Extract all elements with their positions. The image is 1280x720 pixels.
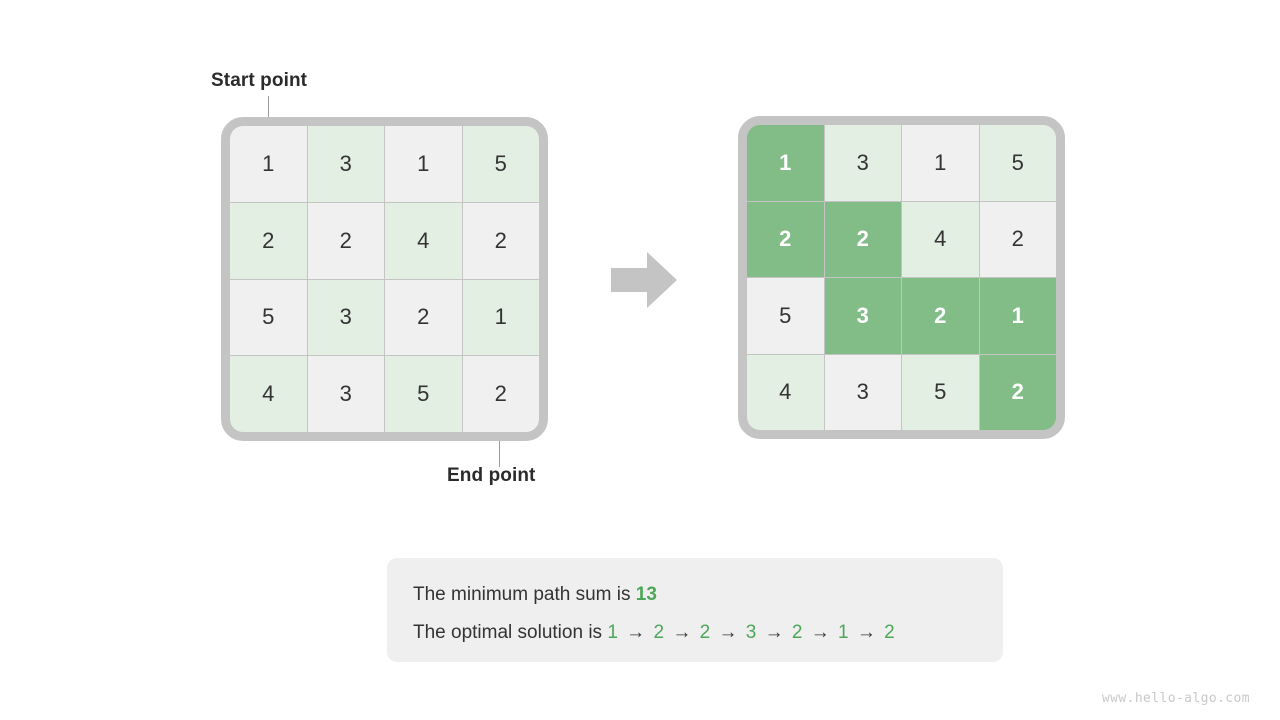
grid-cell: 1 [230,126,307,202]
result-panel: The minimum path sum is 13 The optimal s… [387,558,1003,662]
optimal-solution-prefix: The optimal solution is [413,622,608,643]
grid-cell: 5 [385,356,462,432]
watermark: www.hello-algo.com [1101,691,1250,706]
grid-cell: 3 [824,125,901,201]
grid-cell: 1 [747,125,824,201]
grid-cell: 3 [307,279,384,356]
min-path-sum-prefix: The minimum path sum is [413,584,636,605]
grid-cell: 5 [902,354,979,430]
grid-cell: 4 [747,354,824,430]
path-arrow-separator: → [805,622,836,643]
grid-cell: 2 [385,279,462,356]
grid-cell: 5 [747,278,824,354]
path-step-value: 2 [653,622,665,643]
grid-cell: 2 [824,201,901,277]
path-step-value: 2 [884,622,895,643]
grid-cell: 3 [824,354,901,430]
grid-cell: 2 [979,354,1056,430]
path-arrow-separator: → [620,622,651,643]
grid-cell: 2 [979,201,1056,277]
path-arrow-separator: → [851,622,882,643]
grid-cell: 3 [307,356,384,432]
arrow-right-icon [611,252,677,308]
path-arrow-separator: → [713,622,743,643]
grid-cell: 1 [902,125,979,201]
grid-cell: 2 [462,202,539,279]
grid-cell: 2 [307,202,384,279]
min-path-sum-value: 13 [635,584,657,605]
grid-cell: 4 [902,201,979,277]
grid-cell: 1 [385,126,462,202]
grid-cell: 5 [230,279,307,356]
path-arrow-separator: → [759,622,789,643]
grid-cell: 2 [902,278,979,354]
grid-cell: 5 [462,126,539,202]
grid-cell: 4 [230,356,307,432]
end-point-leader-line [499,433,500,467]
grid-cell: 4 [385,202,462,279]
path-step-value: 1 [838,622,849,643]
path-step-value: 2 [791,622,803,643]
path-arrow-separator: → [667,622,697,643]
min-path-sum-line: The minimum path sum is 13 [413,576,977,614]
grid-cell: 1 [462,279,539,356]
grid-cell: 3 [824,278,901,354]
grid-cell: 2 [462,356,539,432]
path-step-value: 3 [745,622,757,643]
grid-cell: 5 [979,125,1056,201]
path-step-value: 1 [607,622,618,643]
start-point-label: Start point [211,70,308,91]
end-point-label: End point [447,465,536,486]
grid-cell: 3 [307,126,384,202]
optimal-solution-line: The optimal solution is 1 → 2 → 2 → 3 → … [413,614,977,652]
grid-cell: 2 [230,202,307,279]
optimal-path-sequence: 1 → 2 → 2 → 3 → 2 → 1 → 2 [607,622,894,643]
path-step-value: 2 [699,622,711,643]
grid-cell: 1 [979,278,1056,354]
grid-cell: 2 [747,201,824,277]
